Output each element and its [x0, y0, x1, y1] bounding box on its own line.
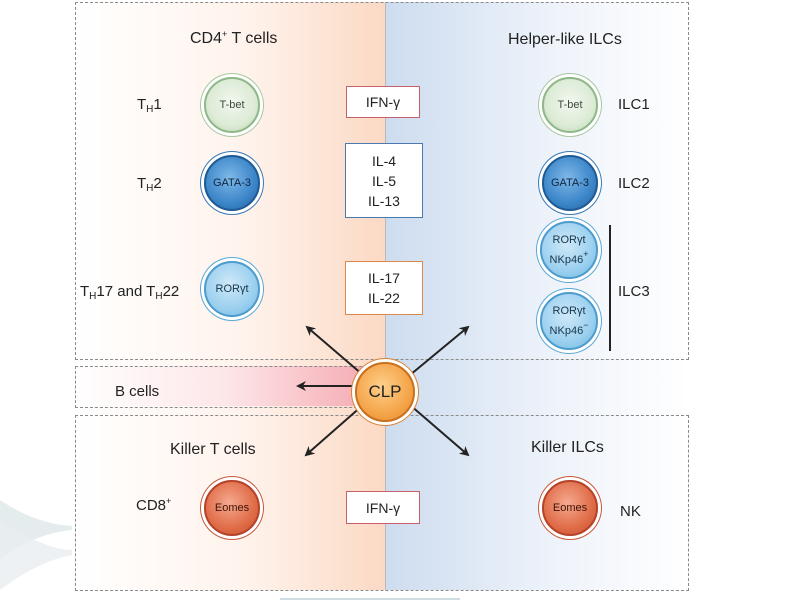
ilc3-bracket-line — [609, 225, 611, 351]
decorative-corner-swoosh — [0, 500, 460, 600]
th17-rorgt-cell: RORγt — [204, 261, 260, 317]
th17-th22-label: TH17 and TH22 — [80, 283, 180, 302]
upper-helper-box — [75, 2, 689, 360]
b-cells-label: B cells — [115, 383, 160, 400]
nk-label: NK — [620, 503, 641, 520]
il4-il5-il13-box: IL-4 IL-5 IL-13 — [345, 143, 423, 218]
th2-label: TH2 — [137, 175, 162, 194]
ilc1-tbet-cell: T-bet — [542, 77, 598, 133]
killer-ilcs-title: Killer ILCs — [531, 439, 604, 456]
cytokine-il17: IL-17 — [368, 270, 400, 286]
th2-gata3-cell: GATA-3 — [204, 155, 260, 211]
cytokine-il22: IL-22 — [368, 290, 400, 306]
arrow-to-killer-ilcs — [409, 404, 470, 457]
arrow-to-cd4-t-cells — [305, 325, 364, 376]
ifn-gamma-helper-box: IFN-γ — [346, 86, 420, 118]
arrow-to-helper-ilcs — [409, 325, 470, 376]
cytokine-il5: IL-5 — [371, 172, 397, 189]
ilc3-nkp46-negative-cell: RORγt NKp46− — [540, 292, 598, 350]
cytokine-il4: IL-4 — [371, 152, 397, 169]
ilc2-gata3-cell: GATA-3 — [542, 155, 598, 211]
cd8-eomes-cell: Eomes — [204, 480, 260, 536]
nk-eomes-cell: Eomes — [542, 480, 598, 536]
il17-il22-box: IL-17 IL-22 — [345, 261, 423, 315]
ilc-side-background — [385, 2, 688, 590]
th1-tbet-cell: T-bet — [204, 77, 260, 133]
ilc3-label: ILC3 — [618, 283, 650, 300]
ilc3-nkp46-positive-cell: RORγt NKp46+ — [540, 221, 598, 279]
ilc2-label: ILC2 — [618, 175, 650, 192]
ifn-gamma-killer-box: IFN-γ — [346, 491, 420, 524]
arrow-to-killer-t-cells — [304, 404, 364, 457]
th1-label: TH1 — [137, 96, 162, 115]
cytokine-il13: IL-13 — [368, 192, 400, 209]
cd8-label: CD8+ — [136, 496, 172, 514]
helper-like-ilcs-title: Helper-like ILCs — [508, 31, 622, 48]
clp-cell: CLP — [355, 362, 415, 422]
killer-t-cells-title: Killer T cells — [170, 441, 256, 458]
ilc1-label: ILC1 — [618, 96, 650, 113]
cd4-t-cells-title: CD4+ T cells — [190, 29, 278, 47]
